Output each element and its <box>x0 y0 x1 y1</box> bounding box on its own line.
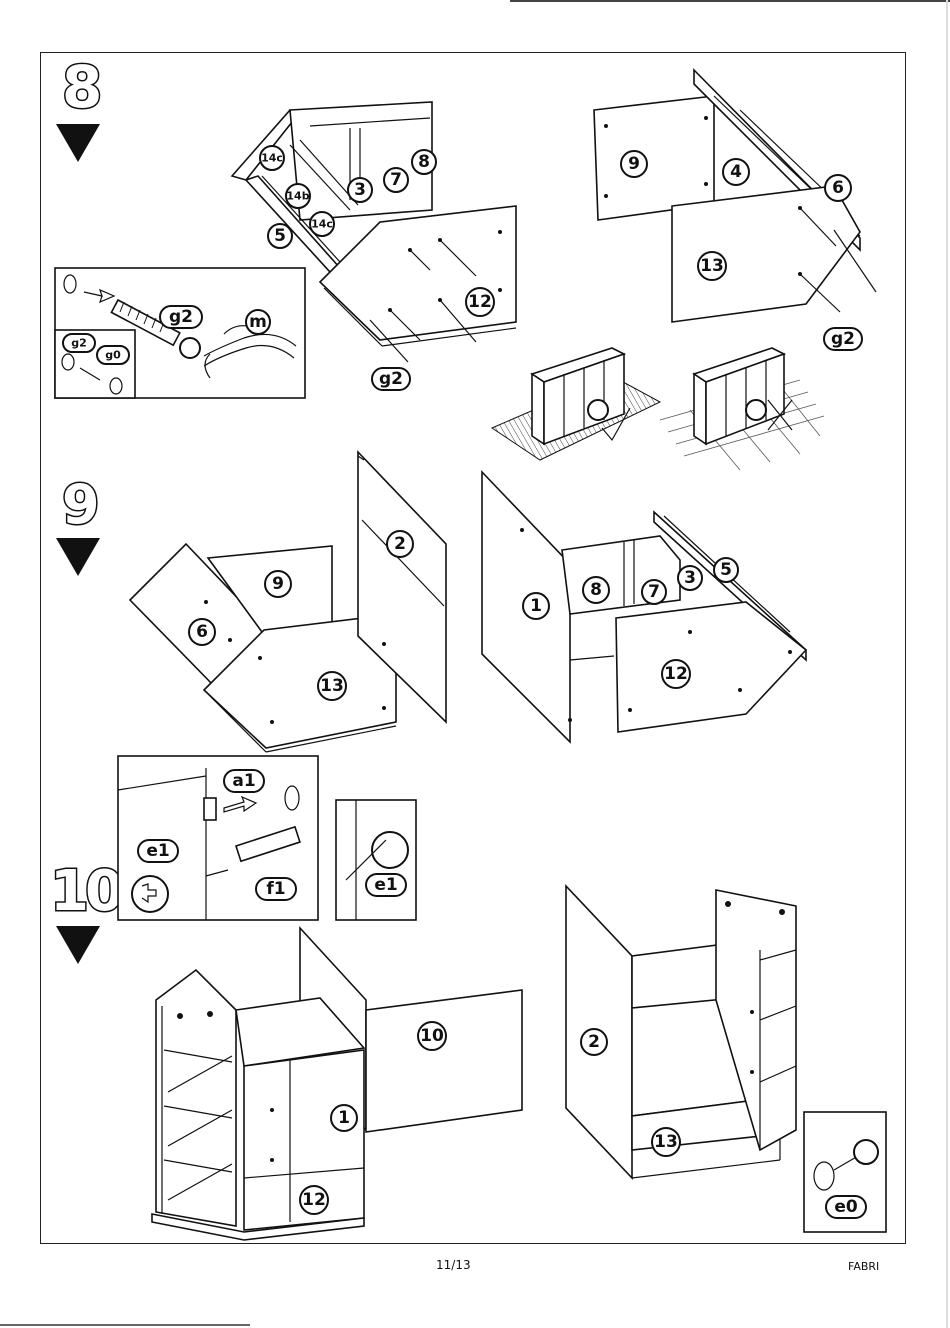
step10-left-cabinet <box>152 928 522 1240</box>
part-label: 14b <box>286 190 309 203</box>
hardware-inset-a1-e1-f1: a1 e1 f1 <box>118 756 318 920</box>
part-label: f1 <box>266 879 285 899</box>
part-label: 1 <box>530 596 542 616</box>
part-label: e1 <box>146 841 169 861</box>
part-label: 14c <box>311 218 333 231</box>
part-label: 13 <box>654 1132 678 1152</box>
part-label: 9 <box>272 574 284 594</box>
part-label: e1 <box>374 875 397 895</box>
part-label: m <box>249 312 267 332</box>
part-label: g2 <box>169 307 193 327</box>
part-label: 6 <box>196 622 208 642</box>
part-label: 12 <box>302 1190 326 1210</box>
part-label: 3 <box>684 568 696 588</box>
part-label: g2 <box>71 337 87 350</box>
part-label: g0 <box>105 349 121 362</box>
part-label: 9 <box>628 154 640 174</box>
product-name: FABRI <box>848 1260 879 1273</box>
part-label: g2 <box>831 329 855 349</box>
part-label: 13 <box>320 676 344 696</box>
part-label: 7 <box>648 582 660 602</box>
part-label: 3 <box>354 180 366 200</box>
placement-wrong-illustration <box>660 348 824 470</box>
part-label: 2 <box>588 1032 600 1052</box>
step9-left-assembly <box>130 452 446 752</box>
part-label: 4 <box>730 162 742 182</box>
part-label: 12 <box>664 664 688 684</box>
part-label: 2 <box>394 534 406 554</box>
part-label: a1 <box>232 771 255 791</box>
part-label: 5 <box>274 226 286 246</box>
part-label: 1 <box>338 1108 350 1128</box>
part-label: g2 <box>379 369 403 389</box>
part-label: 12 <box>468 292 492 312</box>
placement-correct-illustration <box>492 348 660 460</box>
part-label: 8 <box>590 580 602 600</box>
page-number: 11/13 <box>436 1258 471 1272</box>
hardware-inset-e1-screwdriver: e1 <box>336 800 416 920</box>
hardware-inset-g2-g0-m: g2 m g2 g0 <box>55 268 305 398</box>
part-label: 8 <box>418 152 430 172</box>
part-label: 5 <box>720 560 732 580</box>
part-label: 13 <box>700 256 724 276</box>
part-label: 6 <box>832 178 844 198</box>
part-label: 7 <box>390 170 402 190</box>
part-label: e0 <box>834 1197 858 1217</box>
hardware-inset-e0: e0 <box>804 1112 886 1232</box>
part-label: 10 <box>420 1026 444 1046</box>
part-label: 14c <box>261 152 283 165</box>
